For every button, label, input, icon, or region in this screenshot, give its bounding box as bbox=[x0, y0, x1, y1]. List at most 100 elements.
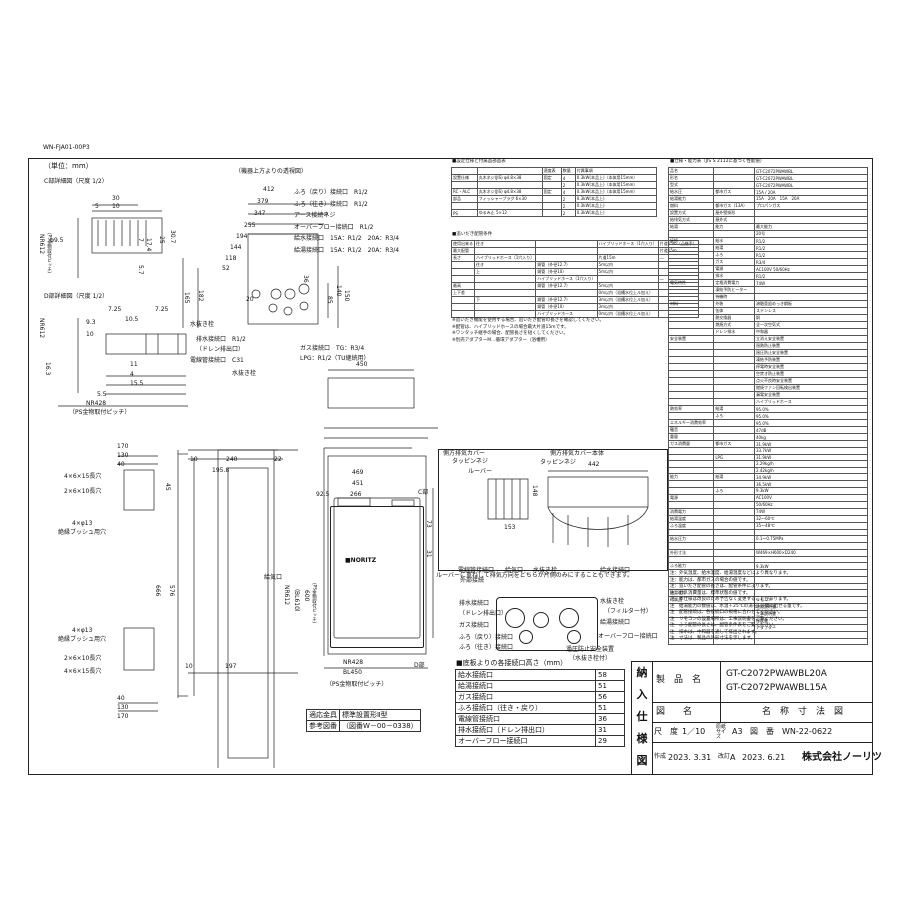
label-overflow: オーバーフロー接続口 R1/2 bbox=[294, 224, 374, 231]
water-heater-front: ■NORITZ bbox=[330, 506, 424, 648]
dim-v-442: 442 bbox=[588, 461, 600, 468]
dim-t-36: 36 bbox=[302, 275, 309, 283]
table-row: 点火不良時安全装置 bbox=[667, 377, 868, 385]
table-row bbox=[667, 637, 868, 646]
rev-value: A bbox=[730, 753, 736, 762]
table-row: 36.5kW bbox=[667, 480, 868, 488]
dim-d-725a: 7.25 bbox=[108, 306, 122, 313]
louver-note: ルーバーに重ねして排気方向をどちらか片側のみにすることもできます。 bbox=[436, 572, 633, 579]
units-label: （単位：mm） bbox=[44, 162, 93, 170]
dim-t-255: 255 bbox=[244, 222, 256, 229]
scale-row: 尺 度 1／10 原紙サイズ A3 図 番 WN-22-0622 bbox=[652, 722, 872, 743]
table-row bbox=[667, 555, 868, 564]
table-row: 上銅管（外径10）5m以内 bbox=[451, 268, 699, 276]
louver-drawing bbox=[487, 470, 649, 547]
label-furo-modori: ふろ（戻り）接続口 R1/2 bbox=[294, 189, 368, 196]
company-name: 株式会社ノーリツ bbox=[802, 752, 882, 763]
table-row: 最高銅管（外径12.7）5m以内 bbox=[451, 282, 699, 290]
zuban-label: 図 番 bbox=[750, 727, 774, 736]
title-block: 納 入 仕 様 図 製 品 名 GT-C2072PWAWBL20A GT-C20… bbox=[631, 661, 882, 775]
dim-s-1958: 195.8 bbox=[212, 467, 230, 474]
dim-s-40: 40 bbox=[117, 461, 125, 468]
pipe-valve2: （水抜き栓付） bbox=[569, 655, 612, 662]
table-row: 2.29kg/h bbox=[667, 460, 868, 468]
dim-s-666: 666 bbox=[154, 585, 161, 597]
dim-t-182: 182 bbox=[197, 290, 204, 302]
louver-cover-label: 側方排気カバー bbox=[443, 450, 486, 457]
dim-f-469: 469 bbox=[352, 469, 364, 476]
table-row: 下銅管（外径12.7）3m以内（浴槽水位上ル加え） bbox=[451, 296, 699, 304]
pipe-kyuki: 給気口 bbox=[505, 567, 524, 574]
dim-t-52: 52 bbox=[222, 265, 230, 272]
dim-c-30: 30 bbox=[112, 195, 120, 202]
zumei-value: 名 称 寸 法 図 bbox=[762, 707, 844, 717]
pipe-kyuto: 給湯接続口 bbox=[600, 619, 631, 626]
pipe-circle-4 bbox=[519, 630, 533, 644]
label-hole4x6b: 4×6×15長穴 bbox=[64, 668, 102, 675]
table-row: 最大配管片道15m bbox=[451, 247, 699, 255]
bottom-view bbox=[496, 597, 598, 651]
table-row: 待機時 bbox=[667, 293, 868, 301]
made-label: 作成 bbox=[654, 753, 667, 760]
d-section-title: D部詳細図（尺度 1/2） bbox=[44, 293, 109, 300]
label-dbu: D部 bbox=[414, 662, 425, 669]
title-vertical: 納 入 仕 様 図 bbox=[632, 662, 653, 774]
table-row: 過圧防止安全装置 bbox=[667, 349, 868, 357]
label-drain: （ドレン排出口） bbox=[196, 346, 245, 353]
dim-c-10: 10 bbox=[112, 203, 120, 210]
table-row: 33.7kW bbox=[667, 447, 868, 455]
pipe-gas: ガス接続口 bbox=[459, 622, 490, 629]
table-row: 安全装置立消え安全装置 bbox=[667, 335, 868, 343]
dim-s-10b: 10 bbox=[190, 456, 198, 463]
table-row: 長さハイブリッドホース（1穴入り）片道15m― bbox=[451, 254, 699, 262]
dim-d-725b: 7.25 bbox=[155, 306, 169, 313]
label-haisui: 排水接続口 R1/2 bbox=[196, 336, 246, 343]
table-row: 給排気方式屋外式 bbox=[667, 216, 868, 224]
label-gas: ガス接続口 TG：R3/4 bbox=[300, 345, 365, 352]
dim-s-170: 170 bbox=[117, 443, 129, 450]
dim-s-10: 10 bbox=[185, 663, 193, 670]
dim-t-412: 412 bbox=[263, 186, 275, 193]
rev-label: 改訂 bbox=[718, 753, 731, 760]
pipe-notes: ※追いだき機能を使用する場合、追いだき配管の長さを確認してください。 ※配管は、… bbox=[452, 318, 604, 343]
table-row bbox=[667, 542, 868, 550]
dim-d-93: 9.3 bbox=[86, 319, 96, 326]
dim-f-bl450: BL450 bbox=[343, 669, 362, 676]
f-ps-pitch2: （PS金物取付ピッチ） bbox=[326, 681, 388, 688]
pipe-circle-5 bbox=[567, 630, 581, 644]
drawing-frame bbox=[28, 158, 873, 775]
dim-s-22: 22 bbox=[274, 456, 282, 463]
label-earth: アース接続ネジ bbox=[294, 212, 336, 219]
dim-t-20: 20 bbox=[246, 296, 254, 303]
label-kyuto: 給湯接続口 15A：R1/2 20A：R3/4 bbox=[294, 247, 400, 254]
table-row: ハイブリッドホース bbox=[667, 398, 868, 406]
pipe-mizu: 水抜き栓 bbox=[533, 567, 558, 574]
dim-f-nr612: NR612 bbox=[283, 585, 290, 606]
table-row: 使用出来る往きハイブリッドホース（1穴入り）片道15m（凸継手） bbox=[451, 240, 699, 248]
table-row: 給湯能力最大能力 bbox=[667, 223, 868, 231]
f-ps-pitch: （PS金物取付ピッチ） bbox=[311, 580, 317, 627]
table-row: 凍結予防ヒーター bbox=[667, 286, 868, 294]
table-row: 過熱防止装置 bbox=[667, 342, 868, 350]
dim-v-148: 148 bbox=[531, 485, 538, 497]
table-row: ふろ接続口（往き・戻り）51 bbox=[455, 702, 625, 714]
label-cbu: C部 bbox=[418, 489, 429, 496]
table-row: 50/60Hz bbox=[667, 500, 868, 509]
